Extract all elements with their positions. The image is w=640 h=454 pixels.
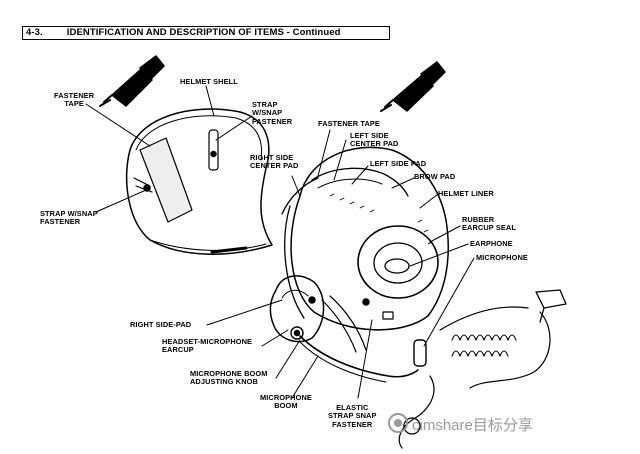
- label-helmet-liner: HELMET LINER: [438, 189, 494, 198]
- label-right-side-center-pad: RIGHT SIDE CENTER PAD: [250, 153, 299, 171]
- watermark-icon: [388, 413, 408, 433]
- label-microphone-boom-adjusting-knob: MICROPHONE BOOM ADJUSTING KNOB: [190, 369, 268, 387]
- helmet-liner-drawing: [269, 146, 567, 449]
- label-strap-snap-top: STRAP W/SNAP FASTENER: [252, 100, 293, 126]
- section-number: 4-3.: [26, 27, 43, 38]
- label-strap-snap-left: STRAP W/SNAP FASTENER: [40, 209, 98, 227]
- pointer-hand-icon: [99, 55, 165, 107]
- label-fastener-tape-right: FASTENER TAPE: [318, 119, 380, 128]
- label-headset-microphone-earcup: HEADSET-MICROPHONE EARCUP: [162, 337, 253, 355]
- label-left-side-pad: LEFT SIDE PAD: [370, 159, 427, 168]
- leader-lines: [85, 85, 475, 399]
- watermark-text: cimshare目标分享: [412, 417, 533, 434]
- label-earphone: EARPHONE: [470, 239, 513, 248]
- label-fastener-tape-left: FASTENER TAPE: [54, 91, 95, 109]
- section-header: 4-3. IDENTIFICATION AND DESCRIPTION OF IT…: [22, 26, 390, 40]
- label-rubber-earcup-seal: RUBBER EARCUP SEAL: [462, 215, 516, 233]
- pointer-hand-icon: [380, 61, 446, 112]
- label-microphone-boom: MICROPHONE BOOM: [260, 393, 312, 411]
- section-title: IDENTIFICATION AND DESCRIPTION OF ITEMS …: [66, 27, 341, 38]
- label-helmet-shell: HELMET SHELL: [180, 77, 238, 86]
- label-microphone: MICROPHONE: [476, 253, 528, 262]
- label-elastic-strap-snap-fastener: ELASTIC STRAP SNAP FASTENER: [328, 403, 377, 429]
- label-right-side-pad: RIGHT SIDE-PAD: [130, 320, 192, 329]
- label-left-side-center-pad: LEFT SIDE CENTER PAD: [350, 131, 399, 149]
- label-brow-pad: BROW PAD: [414, 172, 456, 181]
- helmet-shell-drawing: [125, 108, 273, 255]
